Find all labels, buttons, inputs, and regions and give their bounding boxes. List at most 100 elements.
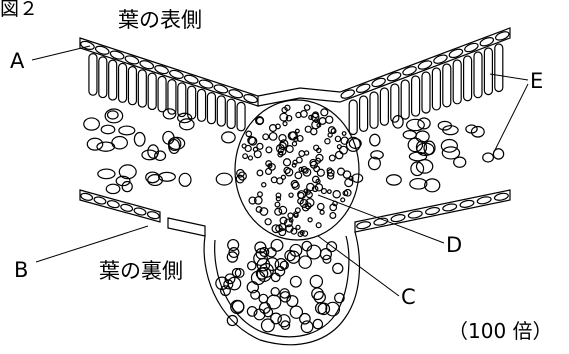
vascular-cell	[297, 157, 303, 163]
vascular-cell	[333, 191, 340, 198]
epidermis-cell	[402, 65, 418, 77]
vascular-cell	[305, 151, 309, 155]
magnification-label: （100 倍）	[448, 321, 553, 341]
label-b: B	[14, 260, 28, 281]
palisade-cell	[198, 89, 206, 121]
palisade-cell	[453, 60, 461, 104]
vascular-cell	[322, 189, 327, 194]
epidermis-cell	[356, 221, 371, 230]
label-e: E	[530, 71, 543, 92]
vascular-cell	[296, 129, 300, 133]
leader-line-d	[318, 195, 444, 243]
spongy-cell	[119, 126, 135, 135]
vascular-bundle-cells	[236, 105, 353, 237]
vascular-cell	[246, 131, 251, 136]
parenchyma-cell	[312, 288, 324, 300]
epidermis-cell	[425, 206, 440, 215]
spongy-cell	[471, 127, 484, 138]
epidermis-cell	[417, 59, 433, 71]
vascular-cell	[311, 128, 317, 134]
vascular-cell	[301, 111, 308, 118]
vascular-cell	[257, 117, 264, 124]
epidermis-cell	[433, 53, 449, 65]
palisade-cell	[119, 63, 127, 102]
label-a: A	[10, 51, 24, 72]
label-d: D	[446, 235, 462, 256]
vascular-bundle-outline	[235, 100, 359, 240]
vascular-cell	[281, 175, 285, 179]
palisade-cell	[89, 54, 97, 96]
spongy-cell	[112, 136, 127, 148]
vascular-cell	[304, 105, 309, 110]
parenchyma-cell	[248, 262, 256, 270]
vascular-cell	[326, 116, 333, 123]
vascular-cell	[295, 208, 300, 213]
parenchyma-cell	[287, 251, 299, 263]
spongy-cell	[216, 173, 232, 185]
parenchyma-cell	[333, 263, 343, 273]
leader-line-c	[318, 236, 399, 296]
palisade-cell	[380, 88, 388, 125]
vascular-cell	[330, 213, 336, 219]
epidermis-cell	[459, 199, 474, 208]
palisade-cell	[412, 76, 420, 116]
epidermis-cell	[494, 192, 509, 201]
spongy-cell	[179, 173, 191, 186]
leader-line-e-lower	[494, 84, 528, 152]
spongy-cell	[122, 182, 132, 192]
palisade-cell	[443, 64, 451, 107]
epidermis-cells-lower	[80, 192, 509, 230]
palisade-cell	[401, 80, 409, 119]
vascular-cell	[298, 192, 304, 198]
vascular-cell	[338, 168, 345, 175]
parenchyma-cell	[267, 295, 281, 309]
parenchyma-cell	[261, 319, 274, 332]
parenchyma-cell	[307, 245, 321, 259]
vascular-cell	[325, 139, 330, 144]
epidermis-cell	[340, 88, 356, 100]
spongy-cell	[352, 174, 363, 182]
palisade-cell	[148, 73, 156, 109]
palisade-cell	[99, 57, 107, 98]
vascular-cell	[341, 198, 345, 202]
palisade-cell	[109, 60, 117, 100]
lower-side-label: 葉の裏側	[99, 261, 183, 282]
vascular-cell	[257, 143, 263, 149]
vascular-cell	[295, 172, 302, 179]
palisade-cell	[158, 76, 166, 111]
vascular-cell	[263, 134, 269, 140]
figure-number: 図２	[0, 0, 38, 19]
vascular-cell	[283, 122, 287, 126]
epidermis-cell	[448, 48, 464, 60]
epidermis-cell	[442, 203, 457, 212]
spongy-cell	[370, 134, 380, 146]
parenchyma-cell	[300, 313, 310, 323]
palisade-cell	[128, 67, 136, 105]
vascular-cell	[275, 208, 282, 215]
leader-line-a	[32, 46, 90, 60]
spongy-cell	[483, 153, 494, 162]
spongy-cell	[386, 175, 401, 185]
spongy-cell	[107, 111, 118, 119]
vascular-cell	[288, 213, 293, 218]
epidermis-cell	[391, 214, 406, 223]
vascular-cell	[254, 151, 261, 158]
parenchyma-cell	[310, 275, 322, 287]
palisade-cell	[227, 99, 235, 128]
palisade-cell	[237, 102, 245, 130]
palisade-cell	[217, 96, 225, 126]
vascular-cell	[308, 218, 312, 222]
spongy-cell	[134, 133, 145, 147]
spongy-cell	[407, 119, 425, 130]
vascular-cell	[316, 223, 321, 228]
parenchyma-cell	[301, 321, 313, 333]
vascular-cell	[262, 183, 266, 187]
palisade-cell	[178, 83, 186, 117]
palisade-cell	[474, 52, 482, 98]
vascular-cell	[337, 145, 341, 149]
palisade-cell	[207, 93, 215, 124]
epidermis-cell	[494, 30, 510, 42]
vascular-cell	[266, 147, 272, 153]
epidermis-cell	[355, 82, 371, 94]
palisade-cell	[138, 70, 146, 107]
